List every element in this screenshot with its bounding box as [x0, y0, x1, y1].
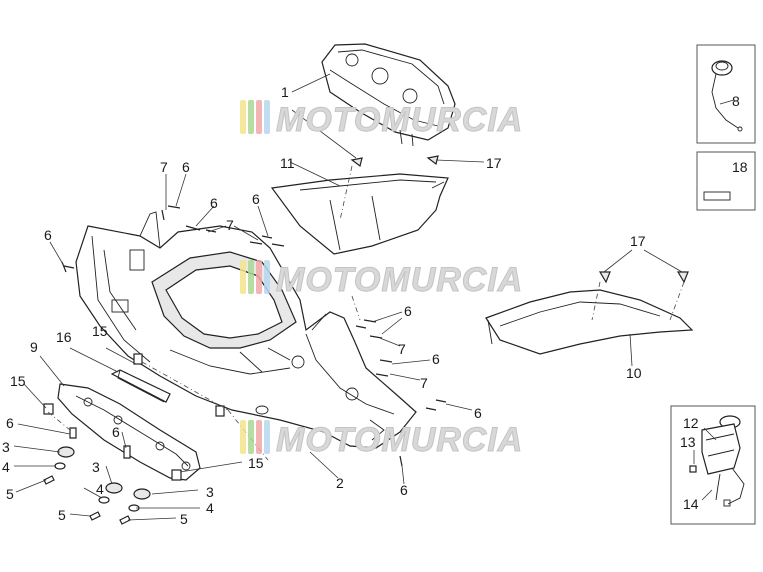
callout-7: 7 [420, 375, 428, 391]
callout-6: 6 [210, 195, 218, 211]
callout-12: 12 [683, 415, 699, 431]
callout-8: 8 [732, 93, 740, 109]
box-sensor [696, 44, 756, 144]
clip-parts [43, 353, 225, 481]
callout-3: 3 [92, 459, 100, 475]
callout-15: 15 [10, 373, 26, 389]
callout-5: 5 [180, 511, 188, 527]
callout-3: 3 [206, 484, 214, 500]
watermark-text: MOTOMURCIA [276, 261, 523, 299]
leader-lines [13, 73, 683, 521]
callout-7: 7 [398, 341, 406, 357]
callout-13: 13 [680, 434, 696, 450]
callout-6: 6 [252, 191, 260, 207]
callout-6: 6 [474, 405, 482, 421]
callout-9: 9 [30, 339, 38, 355]
callout-labels: 1 11 17 7 6 6 7 6 6 8 18 17 6 7 6 7 6 10… [2, 84, 748, 527]
fastener-pins [61, 155, 689, 467]
left-bracket [57, 383, 201, 481]
callout-4: 4 [2, 459, 10, 475]
callout-15: 15 [248, 455, 264, 471]
callout-18: 18 [732, 159, 748, 175]
callout-10: 10 [626, 365, 642, 381]
callout-7: 7 [160, 159, 168, 175]
watermark-text: MOTOMURCIA [276, 421, 523, 459]
callout-6: 6 [6, 415, 14, 431]
side-panel [485, 289, 694, 355]
watermark-text: MOTOMURCIA [276, 101, 523, 139]
instrument-cluster [321, 43, 456, 147]
callout-17: 17 [630, 233, 646, 249]
callout-7: 7 [226, 217, 234, 233]
callout-6: 6 [432, 351, 440, 367]
callout-5: 5 [6, 486, 14, 502]
grommets-washers-screws [43, 427, 151, 525]
watermark-top: MOTOMURCIA [240, 100, 523, 140]
callout-6: 6 [400, 482, 408, 498]
watermark-bottom: MOTOMURCIA [240, 420, 523, 460]
callout-6: 6 [404, 303, 412, 319]
watermark-middle: MOTOMURCIA [240, 260, 523, 300]
callout-15: 15 [92, 323, 108, 339]
callout-2: 2 [336, 475, 344, 491]
callout-3: 3 [2, 439, 10, 455]
callout-4: 4 [96, 481, 104, 497]
callout-4: 4 [206, 500, 214, 516]
box-label [696, 151, 756, 211]
callout-1: 1 [281, 84, 289, 100]
box-ignition [670, 405, 756, 525]
callout-6: 6 [182, 159, 190, 175]
callout-5: 5 [58, 507, 66, 523]
callout-6: 6 [44, 227, 52, 243]
callout-17: 17 [486, 155, 502, 171]
inner-shield-body [75, 211, 417, 449]
upper-cover-panel [270, 173, 449, 255]
callout-11: 11 [280, 155, 295, 171]
callout-14: 14 [683, 496, 699, 512]
callout-6: 6 [112, 424, 120, 440]
callout-16: 16 [56, 329, 72, 345]
